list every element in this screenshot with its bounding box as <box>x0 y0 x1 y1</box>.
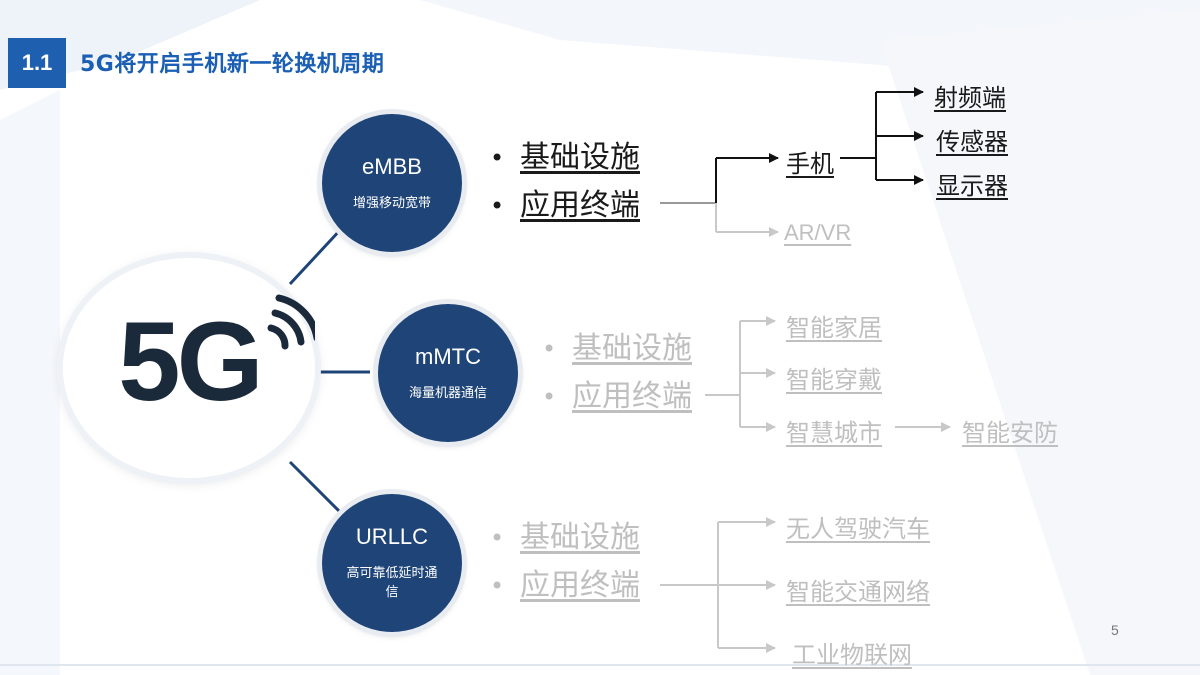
category-name-cn: 增强移动宽带 <box>352 195 431 211</box>
category-urllc: URLLC 高可靠低延时通信 <box>322 494 462 632</box>
hub-circle <box>63 258 315 478</box>
bullet-item[interactable]: •应用终端 <box>490 188 640 223</box>
5g-logo: 5G <box>118 294 315 424</box>
node-smart-city[interactable]: 智慧城市 <box>786 419 882 447</box>
urllc-bullets: •基础设施 •应用终端 <box>490 514 640 610</box>
category-embb: eMBB 增强移动宽带 <box>322 114 462 252</box>
node-autonomous-car[interactable]: 无人驾驶汽车 <box>786 515 930 543</box>
bullet-item[interactable]: •基础设施 <box>490 140 640 175</box>
link-hub-urllc <box>288 460 344 516</box>
category-name-en: URLLC <box>355 524 429 549</box>
bullet-item[interactable]: •应用终端 <box>542 379 692 414</box>
node-industrial-iot[interactable]: 工业物联网 <box>792 641 912 669</box>
category-name-cn: 海量机器通信 <box>408 385 487 401</box>
bullet-item[interactable]: •基础设施 <box>490 520 640 555</box>
bullet-item[interactable]: •应用终端 <box>490 568 640 603</box>
signal-waves-icon <box>267 294 315 350</box>
node-sensor[interactable]: 传感器 <box>936 128 1008 156</box>
embb-bullets: •基础设施 •应用终端 <box>490 134 640 230</box>
category-name-en: mMTC <box>415 343 481 369</box>
node-smart-traffic[interactable]: 智能交通网络 <box>786 578 930 606</box>
category-name-cn: 高可靠低延时通信 <box>346 566 438 600</box>
category-name-en: eMBB <box>362 153 422 179</box>
bullet-item[interactable]: •基础设施 <box>542 331 692 366</box>
node-phone[interactable]: 手机 <box>786 150 834 178</box>
5g-logo-text: 5G <box>118 299 259 424</box>
mmtc-bullets: •基础设施 •应用终端 <box>542 325 692 421</box>
node-smart-wearable[interactable]: 智能穿戴 <box>786 366 882 394</box>
node-rf-frontend[interactable]: 射频端 <box>934 84 1006 112</box>
page-number: 5 <box>1111 622 1119 638</box>
node-arvr[interactable]: AR/VR <box>784 220 852 245</box>
node-display[interactable]: 显示器 <box>936 172 1008 200</box>
category-mmtc: mMTC 海量机器通信 <box>378 304 518 442</box>
section-number-badge: 1.1 <box>8 38 66 88</box>
node-smart-security[interactable]: 智能安防 <box>962 419 1058 447</box>
node-smart-home[interactable]: 智能家居 <box>786 314 882 342</box>
page-title: 5G将开启手机新一轮换机周期 <box>80 52 385 77</box>
link-hub-embb <box>288 226 344 286</box>
